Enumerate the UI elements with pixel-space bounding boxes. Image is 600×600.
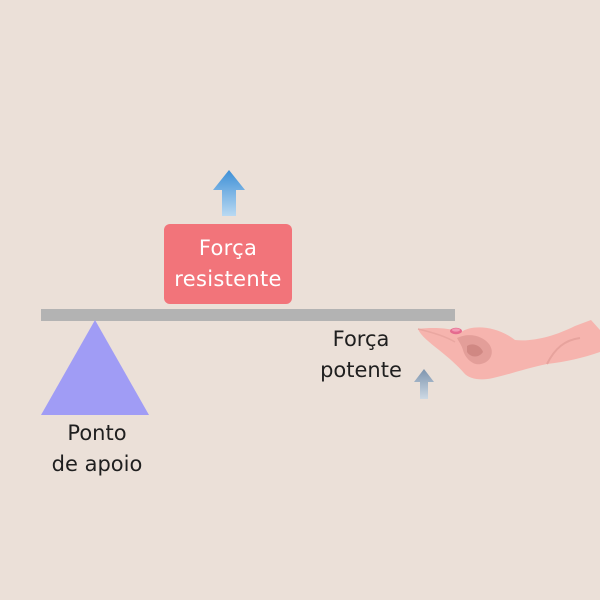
hand-icon bbox=[417, 320, 600, 380]
resistance-label-line1: Força bbox=[198, 236, 258, 260]
fulcrum-label-line2: de apoio bbox=[51, 452, 143, 476]
effort-label-line1: Força bbox=[332, 327, 390, 351]
fulcrum-triangle-icon bbox=[41, 320, 149, 415]
up-arrow-small-icon bbox=[414, 369, 434, 399]
fulcrum-label-line1: Ponto bbox=[67, 421, 127, 445]
resistance-force-box: Força resistente bbox=[164, 224, 292, 304]
resistance-label-line2: resistente bbox=[174, 267, 282, 291]
lever-beam bbox=[41, 309, 455, 321]
fulcrum-label: Ponto de apoio bbox=[42, 418, 152, 480]
effort-label-line2: potente bbox=[320, 358, 402, 382]
effort-force-label: Força potente bbox=[306, 324, 416, 386]
up-arrow-icon bbox=[213, 170, 245, 216]
